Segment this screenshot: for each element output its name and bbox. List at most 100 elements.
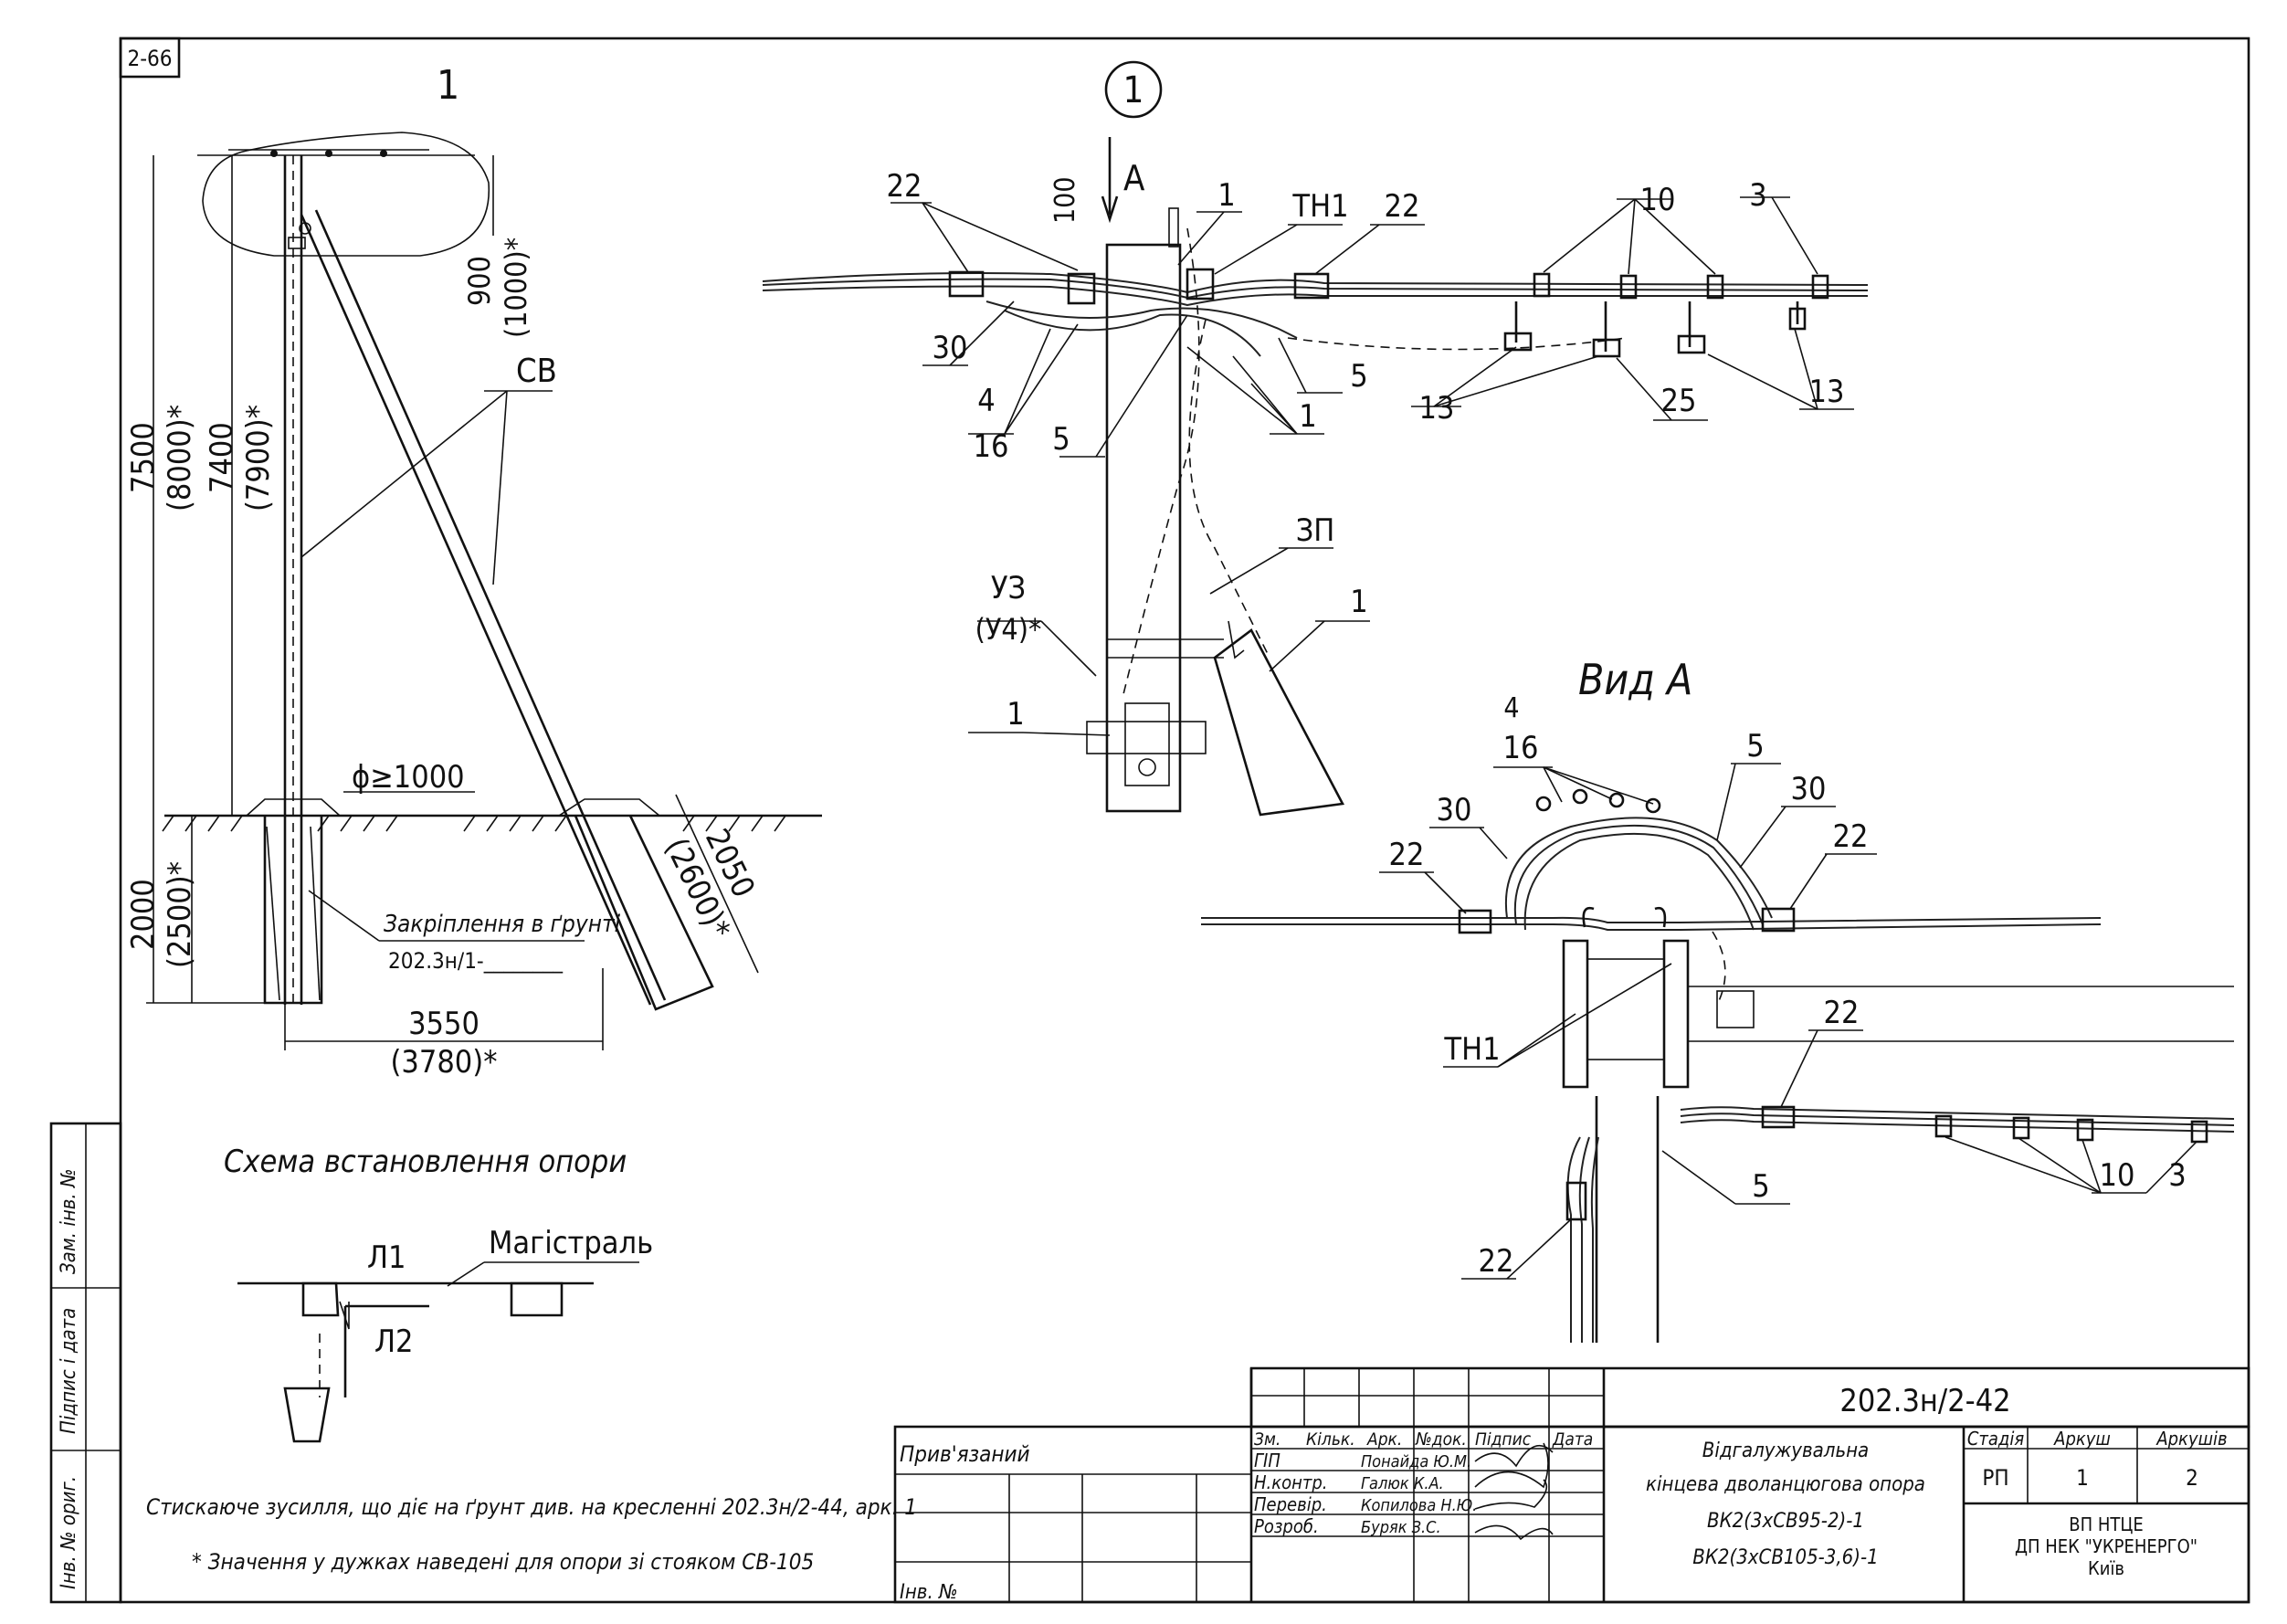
d1-label-5a: 5	[1052, 421, 1070, 458]
tb-role-3: Перевір.	[1254, 1493, 1327, 1515]
va-label-5b: 5	[1752, 1168, 1769, 1205]
dim-1000: (1000)*	[499, 237, 533, 338]
dim-2500: (2500)*	[162, 861, 198, 968]
va-label-3: 3	[2168, 1157, 2186, 1194]
d1-label-5b: 5	[1350, 358, 1367, 395]
tb-name-1: Понайда Ю.М.	[1361, 1452, 1471, 1471]
side-stamp-sign-date: Підпис і дата	[58, 1308, 80, 1434]
d1-label-4: 4	[977, 383, 995, 419]
tb-title-2: кінцева дволанцюгова опора	[1646, 1473, 1925, 1496]
view-a-title: Вид А	[1578, 655, 1692, 704]
va-label-30a: 30	[1437, 792, 1472, 828]
left-pole-view: 1	[125, 62, 822, 1081]
tb-designation: 202.3н/2-42	[1839, 1383, 2010, 1419]
tb-hdr-data: Дата	[1552, 1429, 1593, 1450]
va-label-30b: 30	[1791, 771, 1827, 807]
va-label-22c: 22	[1824, 995, 1860, 1031]
tb-hdr-pidpys: Підпис	[1475, 1429, 1532, 1450]
d1-label-16: 16	[974, 428, 1009, 465]
tb-stage: РП	[1982, 1465, 2008, 1491]
d1-label-13b: 13	[1809, 374, 1845, 410]
tb-hdr-dok: №док.	[1415, 1429, 1467, 1450]
tb-sheets-hdr: Аркушів	[2155, 1428, 2227, 1450]
dim-3550: 3550	[408, 1006, 480, 1042]
d1-label-tn1: ТН1	[1291, 188, 1348, 225]
side-stamp-inv-orig: Інв. № ориг.	[58, 1476, 80, 1589]
tb-sheet: 1	[2076, 1465, 2089, 1491]
d1-label-1b: 1	[1299, 398, 1316, 435]
side-stamp-replaced-inv: Зам. інв. №	[58, 1168, 80, 1274]
dim-900: 900	[462, 256, 497, 306]
scheme-label-l2: Л2	[374, 1323, 413, 1360]
tb-hdr-zm: Зм.	[1254, 1429, 1281, 1450]
tb-sheet-hdr: Аркуш	[2053, 1428, 2111, 1450]
va-label-tn1: ТН1	[1443, 1031, 1500, 1068]
dim-2000: 2000	[125, 879, 162, 950]
va-label-10: 10	[2100, 1157, 2135, 1194]
tb-role-4: Розроб.	[1254, 1515, 1319, 1537]
sheet-code: 2-66	[128, 46, 173, 71]
d1-label-1c: 1	[1350, 584, 1367, 620]
va-label-22d: 22	[1479, 1243, 1514, 1280]
tb-sheets: 2	[2186, 1465, 2198, 1491]
dim-diameter: ϕ≥1000	[352, 759, 465, 796]
d1-label-3: 3	[1749, 177, 1766, 214]
detail-1-view: 1 А 100	[762, 60, 1869, 817]
d1-label-13a: 13	[1419, 390, 1455, 427]
tb-role-2: Н.контр.	[1254, 1471, 1328, 1493]
d1-label-10: 10	[1640, 182, 1676, 218]
d1-label-zp: ЗП	[1296, 512, 1335, 549]
tb-name-3: Копилова Н.Ю.	[1361, 1496, 1477, 1515]
d1-label-1a: 1	[1217, 177, 1235, 214]
installation-scheme: Схема встановлення опори Л1 Л2 Магістрал…	[224, 1144, 653, 1443]
dim-8000: (8000)*	[162, 405, 198, 511]
anchor-label: Закріплення в ґрунті	[384, 911, 621, 938]
label-sv: СВ	[516, 353, 557, 390]
tb-title-3: ВК2(3хСВ95-2)-1	[1707, 1510, 1864, 1533]
detail-1-callout: 1	[1123, 69, 1144, 111]
dim-7500: 7500	[125, 422, 162, 493]
d1-label-25: 25	[1661, 383, 1697, 419]
tb-title-1: Відгалужувальна	[1702, 1439, 1869, 1462]
dim-7400: 7400	[204, 422, 240, 493]
va-label-22a: 22	[1389, 837, 1425, 873]
anchor-ref: 202.3н/1-________	[388, 948, 564, 974]
side-stamp: Інв. № ориг. Підпис і дата Зам. інв. №	[49, 1122, 122, 1604]
tb-org-1: ВП НТЦЕ	[2069, 1513, 2143, 1535]
left-view-callout: 1	[437, 62, 459, 109]
d1-label-1d: 1	[1006, 696, 1024, 733]
va-label-5a: 5	[1746, 728, 1764, 765]
tb-hdr-ark: Арк.	[1366, 1429, 1402, 1450]
tb-name-2: Галюк К.А.	[1361, 1474, 1444, 1493]
scheme-label-l1: Л1	[367, 1239, 406, 1276]
tb-hdr-kilk: Кільк.	[1306, 1429, 1355, 1450]
tb-stage-hdr: Стадія	[1967, 1428, 2025, 1450]
va-label-4: 4	[1503, 692, 1519, 724]
view-arrow-label: А	[1123, 158, 1145, 198]
note-2: * Значення у дужках наведені для опори з…	[192, 1549, 814, 1575]
scheme-label-main: Магістраль	[489, 1225, 653, 1261]
tb-org-3: Київ	[2088, 1557, 2124, 1579]
d1-label-30: 30	[933, 330, 968, 366]
va-label-22b: 22	[1833, 818, 1869, 855]
tb-org-2: ДП НЕК "УКРЕНЕРГО"	[2015, 1535, 2197, 1557]
signatures-graphic	[1474, 1442, 1554, 1541]
va-label-16: 16	[1503, 730, 1539, 766]
d1-label-u4: (У4)*	[975, 612, 1042, 647]
d1-label-uz: УЗ	[991, 570, 1026, 606]
dim-100: 100	[1049, 176, 1081, 224]
scheme-title: Схема встановлення опори	[224, 1144, 627, 1180]
tb-privyazanyi: Прив'язаний	[900, 1441, 1030, 1467]
tb-title-4: ВК2(3хСВ105-3,6)-1	[1692, 1546, 1878, 1569]
tb-inv-no: Інв. №	[900, 1581, 958, 1604]
d1-label-22b: 22	[1385, 188, 1420, 225]
view-a: Вид А	[1201, 655, 2235, 1343]
tb-name-4: Буряк З.С.	[1361, 1518, 1441, 1537]
dim-7900: (7900)*	[240, 405, 277, 511]
d1-label-22a: 22	[887, 168, 922, 205]
title-block: Прив'язаний Інв. № Зм. Кільк. Арк. №док.…	[893, 1366, 2250, 1604]
dim-3780: (3780)*	[391, 1044, 498, 1081]
note-1: Стискаюче зусилля, що діє на ґрунт див. …	[146, 1494, 917, 1520]
